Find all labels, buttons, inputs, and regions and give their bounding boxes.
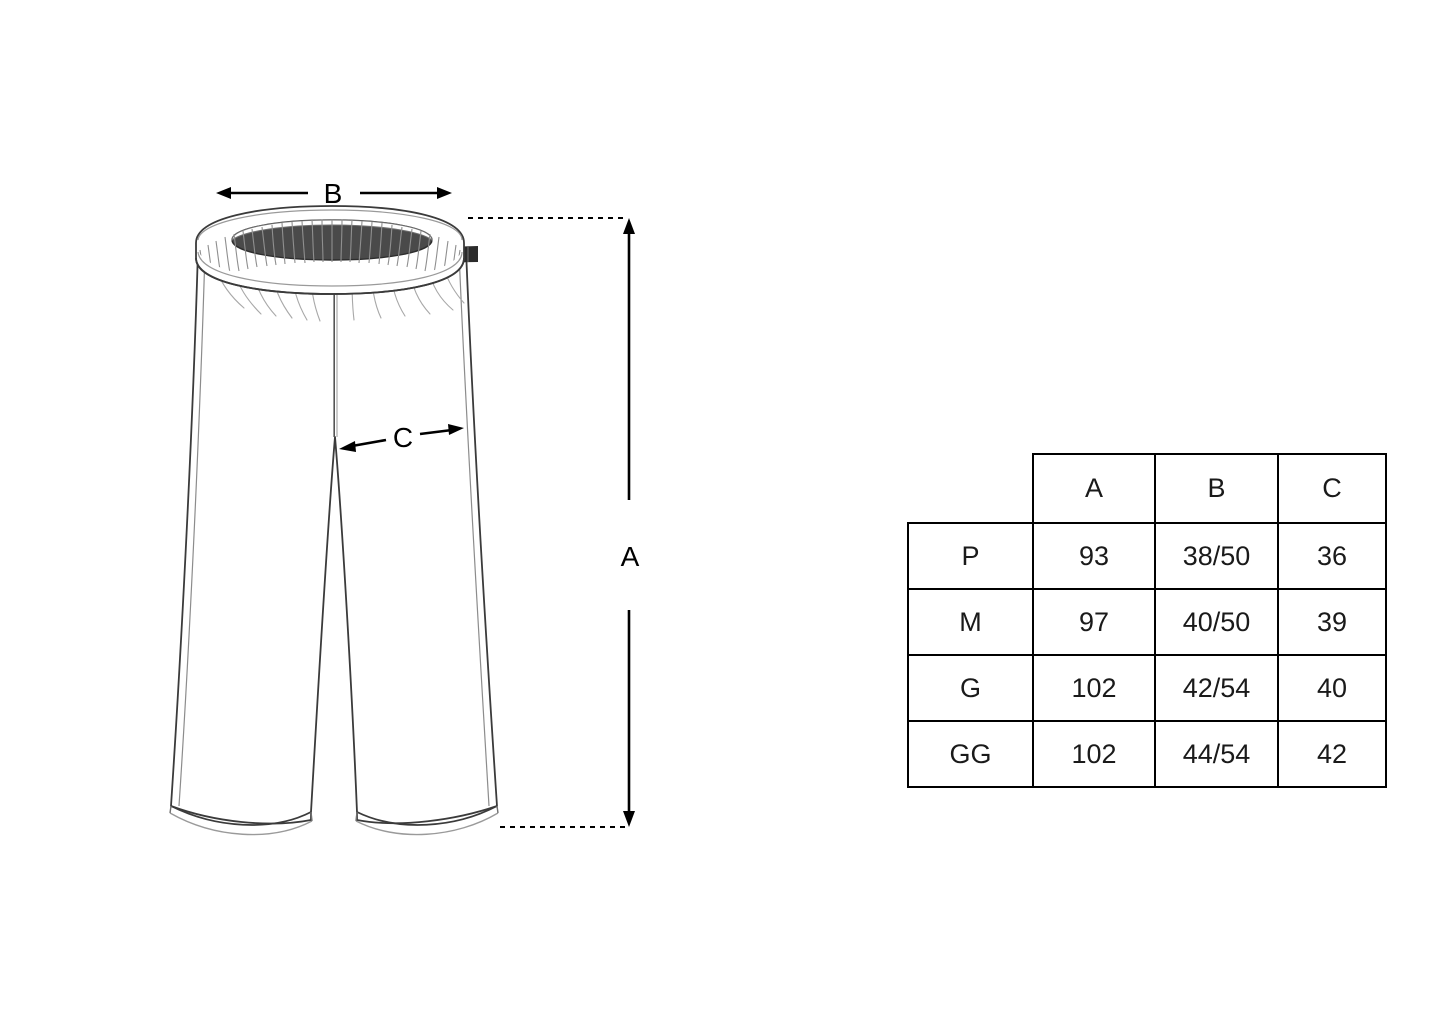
value-cell-a: 102 [1032, 720, 1156, 788]
hem-cuff-left [169, 805, 313, 836]
table-header-row: A B C [908, 453, 1387, 524]
table-body: P 93 38/50 36 M 97 40/50 39 G 102 42/54 … [907, 522, 1387, 788]
value-cell-c: 39 [1277, 588, 1387, 656]
table-row: G 102 42/54 40 [907, 654, 1387, 722]
value-cell-c: 40 [1277, 654, 1387, 722]
size-label-cell: M [907, 588, 1034, 656]
garment-illustration-panel: B [0, 0, 700, 1021]
pants-body [169, 249, 499, 836]
hem-cuff-right [355, 805, 499, 836]
size-label-cell: P [907, 522, 1034, 590]
value-cell-a: 97 [1032, 588, 1156, 656]
legs-outline [170, 249, 498, 825]
column-header-a: A [1032, 453, 1156, 524]
column-header-c: C [1277, 453, 1387, 524]
column-header-b: B [1154, 453, 1279, 524]
dimension-label-c: C [393, 422, 413, 453]
center-front-seam [333, 268, 338, 437]
size-table-container: A B C P 93 38/50 36 M 97 40/50 39 [907, 453, 1387, 788]
value-cell-b: 40/50 [1154, 588, 1279, 656]
size-label-cell: GG [907, 720, 1034, 788]
dimension-label-a: A [621, 541, 640, 572]
table-corner-blank [908, 454, 1033, 523]
table-row: GG 102 44/54 42 [907, 720, 1387, 788]
table-row: M 97 40/50 39 [907, 588, 1387, 656]
dimension-label-b: B [324, 178, 343, 209]
table-row: P 93 38/50 36 [907, 522, 1387, 590]
waistband [195, 205, 465, 295]
value-cell-c: 42 [1277, 720, 1387, 788]
dimension-arrow-b [216, 187, 452, 199]
size-label-cell: G [907, 654, 1034, 722]
value-cell-b: 42/54 [1154, 654, 1279, 722]
value-cell-a: 93 [1032, 522, 1156, 590]
value-cell-b: 38/50 [1154, 522, 1279, 590]
dimension-arrow-c [339, 424, 464, 452]
dimension-arrow-a [623, 218, 635, 827]
value-cell-a: 102 [1032, 654, 1156, 722]
value-cell-b: 44/54 [1154, 720, 1279, 788]
pants-technical-drawing: B [169, 178, 640, 836]
value-cell-c: 36 [1277, 522, 1387, 590]
size-table: A B C P 93 38/50 36 M 97 40/50 39 [907, 453, 1387, 788]
